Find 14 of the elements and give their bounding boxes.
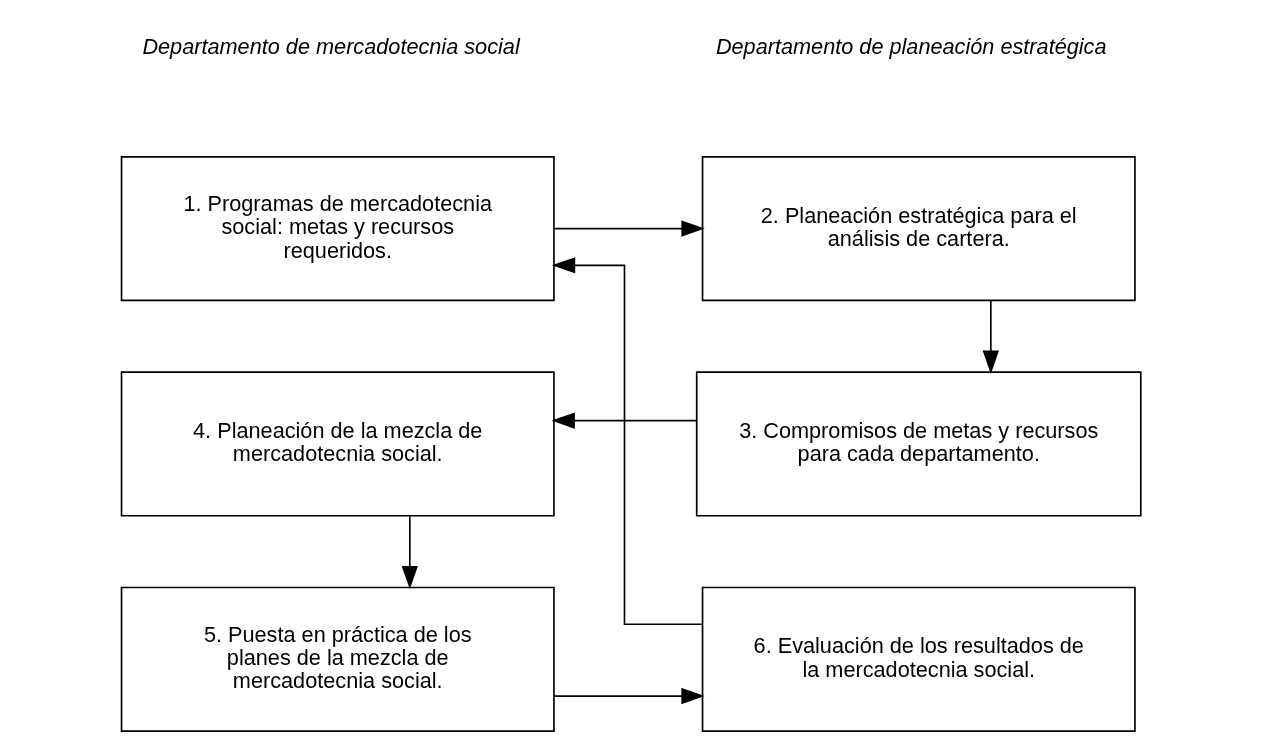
arrow	[552, 220, 705, 237]
node-box: 2. Planeación estratégica para el análisis de cartera.	[701, 155, 1136, 302]
node-box: 3. Compromisos de metas y recursos para cada departamento.	[695, 371, 1142, 517]
node-box: 4. Planeación de la mezcla de mercadotecnia social.	[120, 371, 555, 517]
node-box: 5. Puesta en práctica de los planes de la mezcla de mercadotecnia social.	[120, 586, 555, 732]
arrow	[552, 687, 705, 705]
arrow	[401, 515, 418, 590]
node-box: 1. Programas de mercadotecnia social: metas y recursos requeridos.	[120, 155, 555, 302]
label: Departamento de mercadotecnia social	[141, 33, 520, 59]
arrow	[982, 300, 999, 374]
node-box: 6. Evaluación de los resultados de la mercadotecnia social.	[701, 586, 1136, 732]
arrow	[550, 412, 697, 429]
arrow	[551, 257, 703, 626]
label: Departamento de planeación estratégica	[715, 33, 1107, 59]
